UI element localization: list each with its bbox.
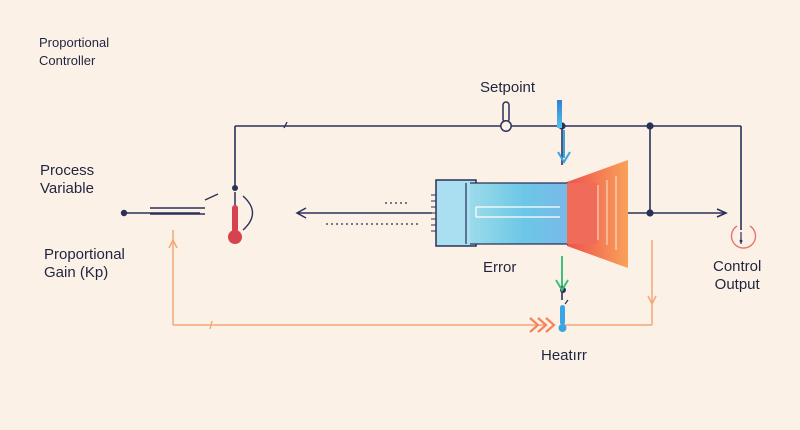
title-line-1: Proportional bbox=[39, 35, 110, 50]
output-circle-icon bbox=[730, 225, 757, 249]
proportional-gain-line-1: Proportional bbox=[44, 246, 125, 263]
diagram-title: Proportional Controller bbox=[39, 35, 109, 68]
setpoint-arrow bbox=[557, 100, 571, 164]
control-output-line-1: Control bbox=[713, 258, 762, 275]
error-arrow bbox=[295, 207, 432, 219]
setpoint-thermometer-icon bbox=[500, 101, 512, 132]
heater-label: Heatırr bbox=[541, 347, 587, 364]
proportional-gain-label: Proportional Gain (Kp) bbox=[44, 246, 125, 282]
process-variable-line-2: Variable bbox=[40, 180, 94, 197]
signal-lines bbox=[150, 193, 254, 231]
process-variable-label: Process Variable bbox=[40, 162, 94, 198]
error-label: Error bbox=[483, 259, 517, 276]
sensor-thermometer-icon bbox=[228, 192, 242, 244]
proportional-gain-line-2: Gain (Kp) bbox=[44, 264, 109, 281]
process-cylinder bbox=[431, 179, 597, 247]
heater-input-arrows bbox=[529, 317, 556, 333]
heater-thermometer-icon bbox=[558, 299, 569, 332]
control-output-label: Control Output bbox=[713, 258, 761, 294]
setpoint-label: Setpoint bbox=[480, 79, 536, 96]
dotted-lines bbox=[326, 202, 420, 225]
feedback-loop bbox=[168, 230, 657, 330]
control-output-line-2: Output bbox=[714, 276, 760, 293]
title-line-2: Controller bbox=[39, 52, 96, 68]
process-variable-line-1: Process bbox=[40, 162, 95, 179]
error-down-arrow bbox=[555, 256, 569, 292]
